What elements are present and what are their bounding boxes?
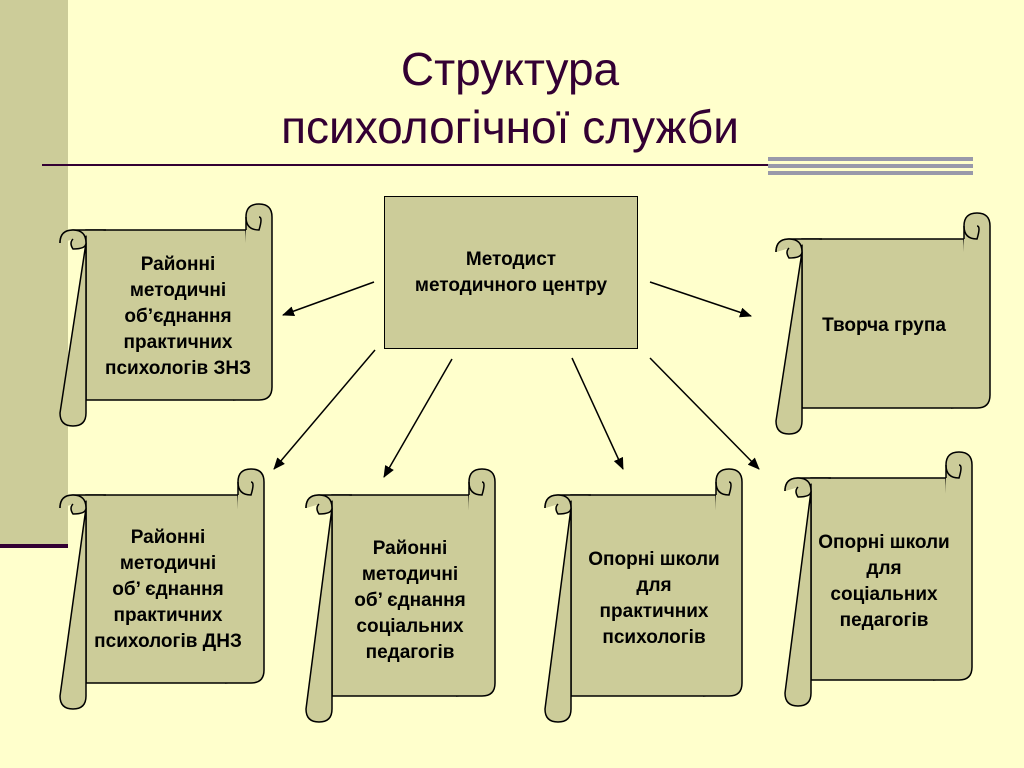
scroll-znz [59,203,273,427]
node-support-psych-label: Опорні школи для практичних психологів [588,549,720,648]
title-divider [42,164,970,166]
arrow-to-creative [649,281,752,318]
methodist-box: Методист методичного центру [384,196,638,349]
node-znz-label: Районні методичні об’єднання практичних … [104,254,252,379]
scroll-dnz [59,468,265,710]
left-decor-band [0,0,68,548]
title-divider-accent [768,157,973,179]
methodist-label: Методист методичного центру [414,248,608,296]
scroll-support-social [784,451,973,707]
scroll-social-unions [305,468,496,723]
node-creative-label: Творча група [822,315,946,336]
scroll-support-psych [544,468,743,723]
arrow-to-znz [282,281,375,316]
scroll-shapes [59,203,991,723]
node-social-unions-label: Районні методичні об’ єднання соціальних… [354,538,466,663]
page-title: Структура психологічної служби [120,40,900,156]
arrow-to-support-social [649,357,760,470]
scroll-creative [775,212,991,435]
arrow-to-support-psych [571,357,624,470]
node-support-social-label: Опорні школи для соціальних педагогів [818,532,950,631]
connector-arrows [273,281,760,478]
node-dnz-label: Районні методичні об’ єднання практичних… [94,527,242,652]
title-line-1: Структура [400,43,620,95]
left-band-divider [0,544,68,548]
title-line-2: психологічної служби [281,101,739,153]
arrow-to-dnz [273,349,376,470]
arrow-to-social-unions [383,358,453,478]
